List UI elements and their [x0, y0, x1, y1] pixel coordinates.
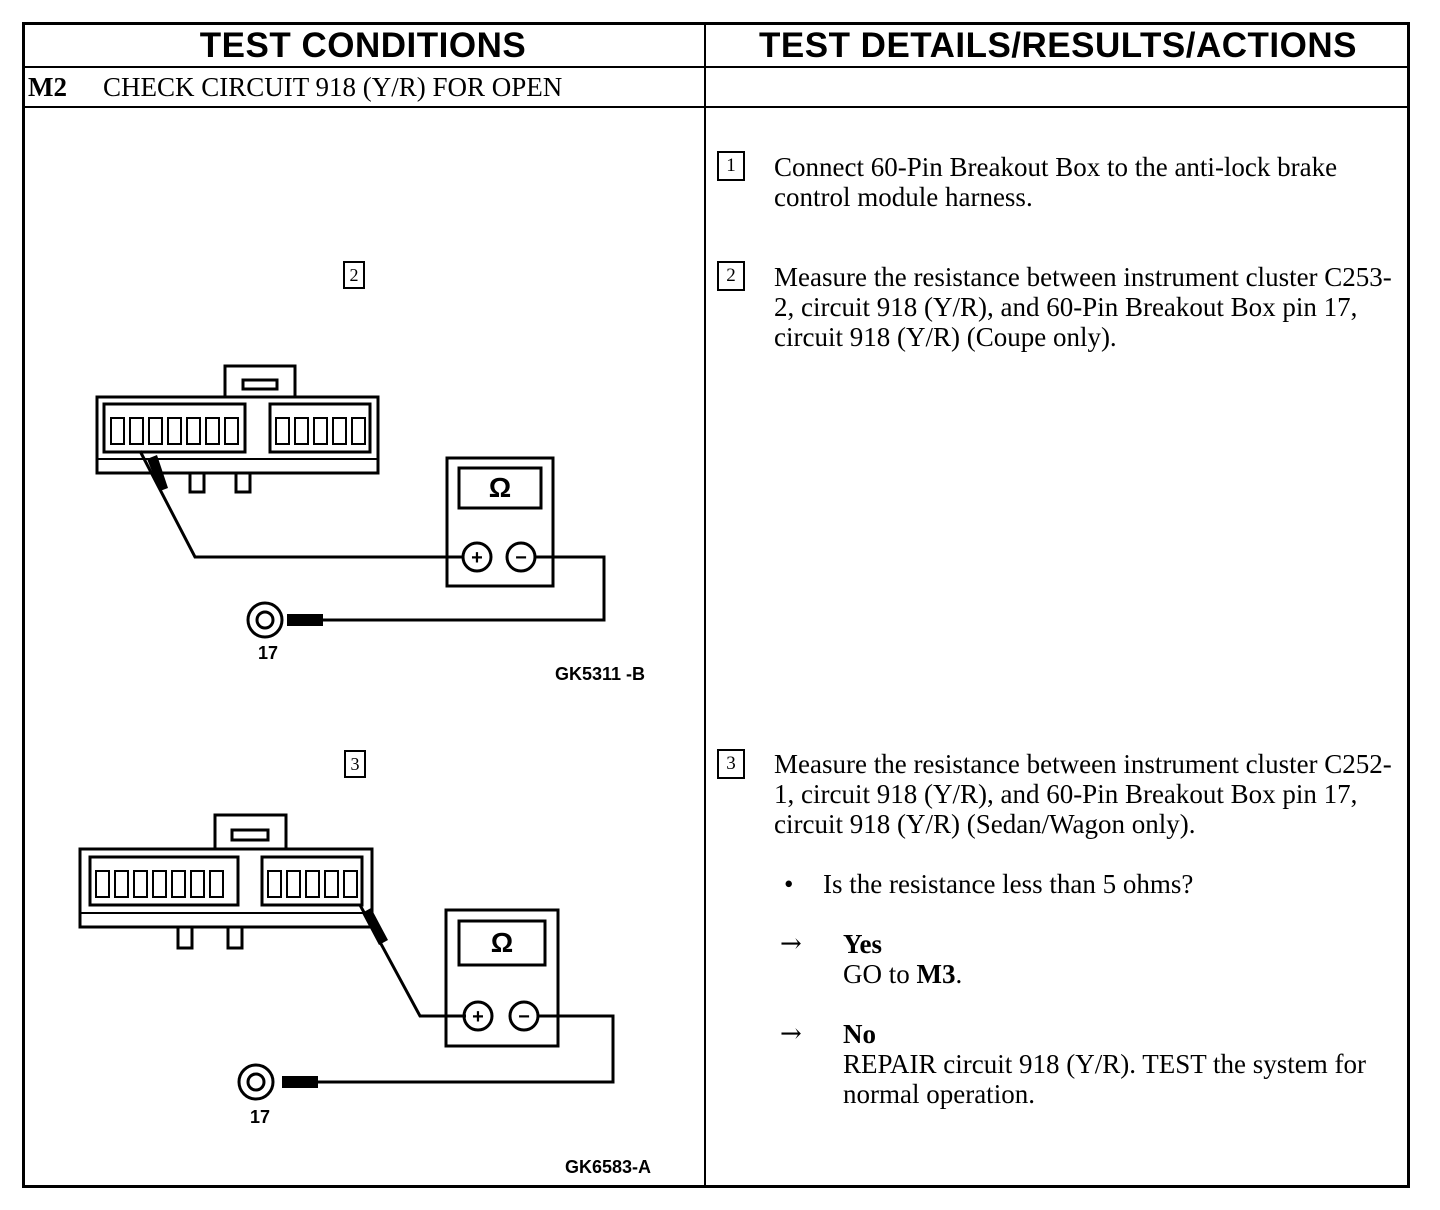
connector-pin-cavity [152, 870, 167, 898]
figure-ref: GK5311 -B [555, 664, 646, 684]
connector-pin-cavity [224, 417, 239, 445]
step-text: Measure the resistance between instrumen… [774, 749, 1392, 839]
connector-pin-cavity [275, 417, 290, 445]
connector-pin-cavity [148, 417, 163, 445]
action-text: GO to [843, 959, 917, 989]
action-no: REPAIR circuit 918 (Y/R). TEST the syste… [843, 1049, 1366, 1109]
answer-no: No [843, 1019, 876, 1049]
connector-pin-cavity [110, 417, 125, 445]
pin-label: 17 [250, 1107, 270, 1127]
figure-step-box: 3 [344, 750, 366, 778]
connector-pin-cavity [286, 870, 301, 898]
connector-pin-cavity [332, 417, 347, 445]
header-divider [22, 66, 1410, 68]
step-text: Measure the resistance between instrumen… [774, 262, 1392, 352]
breakout-pin [237, 1063, 275, 1101]
connector-pin-cavity [343, 870, 358, 898]
section-title: CHECK CIRCUIT 918 (Y/R) FOR OPEN [103, 71, 563, 102]
minus-terminal: − [515, 547, 527, 569]
connector-pin-cavity [324, 870, 339, 898]
action-yes: GO to M3. [843, 959, 962, 989]
connector-pin-cavity [133, 870, 148, 898]
procedure-table [22, 22, 1410, 1188]
wiring-diagram-2: Ω + − 17 [78, 813, 615, 1127]
connector-pin-cavity [209, 870, 224, 898]
answer-yes: Yes [843, 929, 882, 959]
step-text: Connect 60-Pin Breakout Box to the anti-… [774, 152, 1338, 212]
connector-pin-cavity [305, 870, 320, 898]
step-number-box: 2 [717, 261, 745, 291]
connector-pin-cavity [351, 417, 366, 445]
figure-ref: GK6583-A [565, 1157, 652, 1177]
plus-terminal: + [472, 1006, 484, 1028]
ohmmeter [444, 908, 560, 1048]
plus-terminal: + [471, 547, 483, 569]
header-test-conditions: TEST CONDITIONS [199, 26, 527, 65]
instrument-cluster-connector [78, 847, 374, 929]
figure-step-box: 2 [343, 261, 365, 289]
pin-label: 17 [258, 643, 278, 663]
step-number-box: 3 [717, 749, 745, 779]
question-bullet: • [784, 869, 794, 899]
connector-pin-cavity [167, 417, 182, 445]
connector-pin-cavity [294, 417, 309, 445]
connector-pin-cavity [171, 870, 186, 898]
connector-pin-cavity [267, 870, 282, 898]
connector-pin-cavity [186, 417, 201, 445]
question-text: Is the resistance less than 5 ohms? [823, 869, 1194, 899]
section-row: M2 CHECK CIRCUIT 918 (Y/R) FOR OPEN [28, 69, 562, 105]
breakout-pin [246, 601, 284, 639]
header-test-details: TEST DETAILS/RESULTS/ACTIONS [759, 26, 1357, 65]
action-suffix: . [955, 959, 963, 989]
connector-pin-cavity [205, 417, 220, 445]
section-code: M2 [28, 71, 67, 102]
connector-pin-cavity [114, 870, 129, 898]
connector-pin-cavity [313, 417, 328, 445]
connector-pin-cavity [190, 870, 205, 898]
connector-pin-cavity [95, 870, 110, 898]
section-divider [22, 106, 1410, 108]
ohm-symbol: Ω [489, 472, 511, 503]
minus-terminal: − [518, 1006, 530, 1028]
step-number-box: 1 [717, 151, 745, 181]
wiring-diagram-1: Ω + − 17 [95, 364, 606, 663]
arrow-icon: → [780, 929, 802, 959]
connector-pin-cavity [129, 417, 144, 445]
ohm-symbol: Ω [491, 927, 513, 958]
column-divider [704, 22, 706, 1188]
arrow-icon: → [780, 1019, 802, 1049]
ohmmeter [445, 456, 555, 588]
goto-target: M3 [916, 959, 956, 989]
